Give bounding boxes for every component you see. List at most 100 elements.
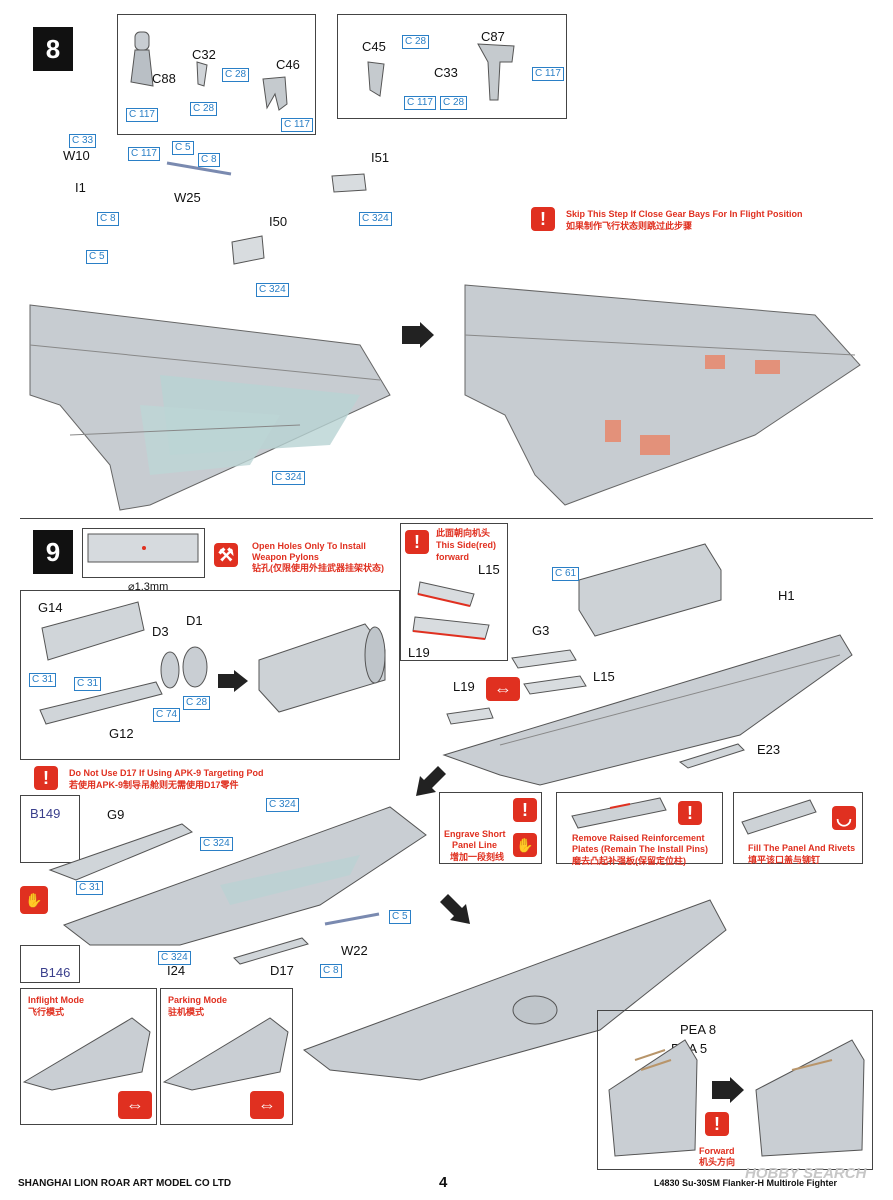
- part-l19-grille: [412, 616, 490, 640]
- color-c28-c32b: C 28: [190, 102, 218, 116]
- fill-box: [733, 792, 863, 864]
- label-g9: G9: [107, 807, 125, 822]
- label-w25: W25: [174, 190, 201, 205]
- forward-warning-icon-2: !: [705, 1112, 729, 1136]
- color-c117-c87: C 117: [532, 67, 564, 81]
- color-c31-nose: C 31: [76, 881, 104, 895]
- color-c31-g14: C 31: [29, 673, 57, 687]
- label-pea8: PEA 8: [680, 1022, 717, 1037]
- color-c5-i1: C 5: [86, 250, 108, 264]
- fuselage-h1-drawing: [442, 634, 853, 786]
- part-c88-drawing: [130, 31, 154, 87]
- drill-text-cn: 钻孔(仅限使用外挂武器挂架状态): [252, 563, 384, 573]
- arrow-right-icon-intake: [218, 670, 248, 692]
- color-c324-g9: C 324: [200, 837, 233, 851]
- fuselage-final-drawing: [302, 899, 727, 1081]
- color-c28-d1: C 28: [183, 696, 211, 710]
- swap-arrows-icon-inflight: ⇔: [118, 1091, 152, 1119]
- arrow-down-right-icon: [440, 894, 470, 924]
- label-l19-b: L19: [453, 679, 475, 694]
- engrave-text-en1: Engrave Short: [444, 829, 506, 839]
- hand-icon-nose: ✋: [20, 886, 48, 914]
- label-i1: I1: [75, 180, 86, 195]
- label-b149: B149: [30, 806, 61, 821]
- color-c31-g12: C 31: [74, 677, 102, 691]
- label-d1: D1: [186, 613, 203, 628]
- swap-arrows-icon-l19: ⇔: [486, 677, 520, 701]
- color-c8-w25: C 8: [198, 153, 220, 167]
- pea-after-drawing: [755, 1039, 865, 1157]
- label-i50: I50: [269, 214, 288, 229]
- arrow-down-left-icon: [416, 766, 446, 796]
- step-divider: [20, 518, 873, 519]
- label-i51: I51: [371, 150, 390, 165]
- inflight-mode-box: [20, 988, 157, 1125]
- engrave-text-en2: Panel Line: [452, 840, 498, 850]
- intake-duct-upper: [578, 543, 722, 637]
- label-g3: G3: [532, 623, 550, 638]
- part-i51-drawing: [331, 173, 367, 193]
- remove-text-en2: Plates (Remain The Install Pins): [572, 844, 709, 854]
- label-c32: C32: [192, 47, 216, 62]
- detail-box-c88-c46: [117, 14, 316, 135]
- detail-box-c45-c87: [337, 14, 567, 119]
- label-l15-a: L15: [478, 562, 500, 577]
- part-g14-drawing: [41, 601, 145, 661]
- step-8-number: 8: [33, 27, 73, 71]
- label-h1: H1: [778, 588, 795, 603]
- color-c5-w22: C 5: [389, 910, 411, 924]
- inflight-nose-drawing: [22, 1017, 151, 1091]
- label-c46: C46: [276, 57, 300, 72]
- intake-assembled-drawing: [258, 623, 386, 713]
- fill-text-en: Fill The Panel And Rivets: [748, 843, 856, 853]
- color-c117-c46: C 117: [281, 118, 313, 132]
- b146-box: [20, 945, 80, 983]
- hand-icon-engrave: ✋: [513, 833, 537, 857]
- part-d3-d1-fans: [160, 646, 208, 689]
- parking-mode-box: [160, 988, 293, 1125]
- drill-box: [82, 528, 205, 578]
- forward-warning-icon: !: [405, 530, 429, 554]
- color-c117-w10: C 117: [128, 147, 160, 161]
- label-w22: W22: [341, 943, 368, 958]
- forward-text-cn: 此面朝向机头: [436, 528, 491, 538]
- remove-text-cn: 磨去凸起补强板(保留定位柱): [572, 856, 686, 866]
- label-c33: C33: [434, 65, 458, 80]
- footer-page-number: 4: [439, 1174, 448, 1191]
- footer-watermark: HOBBY SEARCH: [745, 1165, 867, 1182]
- engrave-warning-icon: !: [513, 798, 537, 822]
- wing-assembly-before: [29, 304, 391, 511]
- d17-text-cn: 若使用APK-9制导吊舱则无需使用D17零件: [69, 780, 239, 790]
- color-c28-c32a: C 28: [222, 68, 250, 82]
- color-c324-wing: C 324: [272, 471, 305, 485]
- forward-text-en1: This Side(red): [436, 540, 497, 550]
- forward-box: [400, 523, 508, 661]
- footer-product-code: L4830 Su-30SM Flanker-H Multirole Fighte…: [654, 1178, 838, 1188]
- color-c61: C 61: [552, 567, 580, 581]
- remove-panel-drawing: [571, 797, 667, 829]
- fill-icon: ◡: [832, 806, 856, 830]
- part-i50-drawing: [231, 235, 265, 265]
- label-w10: W10: [63, 148, 90, 163]
- parking-text-en: Parking Mode: [168, 995, 228, 1005]
- label-c87: C87: [481, 29, 505, 44]
- part-c45-drawing: [367, 61, 385, 97]
- warning-icon-step8: !: [531, 207, 555, 231]
- color-c117-c33: C 117: [404, 96, 436, 110]
- wing-assembly-after: [464, 284, 861, 506]
- label-c88: C88: [152, 71, 176, 86]
- part-c87-drawing: [477, 43, 515, 101]
- forward-text-en2: forward: [436, 552, 470, 562]
- b149-box: [20, 795, 80, 863]
- label-d17: D17: [270, 963, 294, 978]
- warning-text-cn-step8: 如果制作飞行状态则跳过此步骤: [566, 221, 693, 231]
- drill-panel-drawing: [87, 533, 199, 563]
- remove-box: [556, 792, 723, 864]
- d17-warning-icon: !: [34, 766, 58, 790]
- part-w25-drawing: [166, 161, 232, 176]
- part-c46-drawing: [262, 76, 288, 111]
- forward2-text-cn: 机头方向: [699, 1157, 736, 1167]
- swap-arrows-icon-parking: ⇔: [250, 1091, 284, 1119]
- pea-detail-box: [597, 1010, 873, 1170]
- remove-warning-icon: !: [678, 801, 702, 825]
